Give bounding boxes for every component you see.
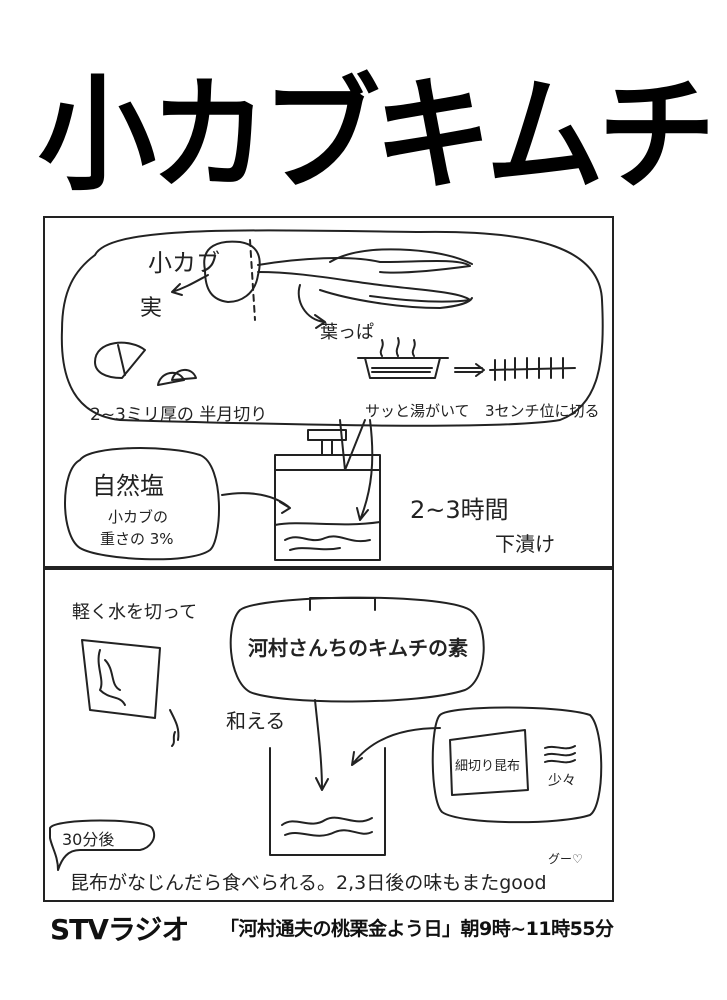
mix-instruction: 和える [226, 709, 286, 733]
kimchi-base-label: 河村さんちのキムチの素 [248, 636, 468, 660]
goo-label: グー♡ [548, 852, 583, 866]
prep-panel [43, 216, 614, 570]
time-label: 30分後 [62, 830, 115, 849]
fruit-label: 実 [140, 296, 163, 321]
blanch-instruction: サッと湯がいて [365, 402, 470, 420]
serving-note: 昆布がなじんだら食べられる。2,3日後の味もまたgood [70, 872, 547, 894]
mix-jar-icon [269, 747, 386, 856]
salt-note-1: 小カブの [108, 508, 169, 526]
pickle-label: 下漬け [495, 532, 555, 556]
salt-note-2: 重さの 3% [100, 530, 174, 548]
pickle-time: 2~3時間 [410, 496, 509, 524]
salt-balloon [64, 447, 221, 561]
slice-instruction: 2~3ミリ厚の 半月切り [90, 405, 268, 425]
leaf-icon [257, 257, 471, 274]
kombu-amount: 少々 [548, 773, 576, 789]
leaves-label: 葉っぱ [320, 322, 374, 343]
prep-balloon [60, 229, 604, 427]
salt-title: 自然塩 [92, 472, 164, 500]
turnip-label: 小カブ [148, 249, 220, 277]
program-info: 「河村通夫の桃栗金よう日」朝9時~11時55分 [220, 918, 614, 940]
squeeze-instruction: 軽く水を切って [72, 602, 198, 623]
mix-panel [43, 566, 614, 902]
kombu-label: 細切り昆布 [455, 759, 521, 774]
time-balloon [49, 819, 156, 871]
footer: STVラジオ 「河村通夫の桃栗金よう日」朝9時~11時55分 [50, 908, 690, 946]
slice-icon [94, 341, 146, 379]
station-brand: STVラジオ [50, 913, 189, 946]
kombu-balloon [431, 706, 603, 824]
cloth-icon [81, 639, 161, 719]
cut-instruction: 3センチ位に切る [485, 402, 600, 420]
turnip-icon [203, 240, 261, 303]
